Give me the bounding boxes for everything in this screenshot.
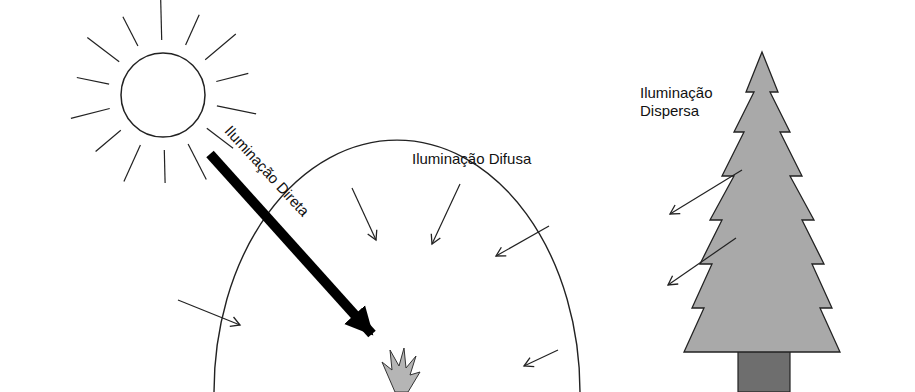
diffuse-arrow xyxy=(178,300,240,325)
sun-ray xyxy=(164,150,166,183)
sun-ray xyxy=(77,78,109,85)
diffuse-arrow xyxy=(352,188,376,240)
sun-ray xyxy=(216,73,248,81)
sun xyxy=(121,53,205,137)
sun-ray xyxy=(124,145,140,182)
sun-ray xyxy=(205,34,236,60)
direct-arrow xyxy=(210,154,372,334)
sun-ray xyxy=(123,17,138,46)
plant-leaves xyxy=(382,348,420,392)
scattered-light-label: Iluminação Dispersa xyxy=(640,84,735,120)
diffuse-light-label: Iluminação Difusa xyxy=(412,150,531,168)
diffuse-arrow xyxy=(524,350,558,366)
diffuse-arrows xyxy=(178,184,558,366)
diffuse-arrow xyxy=(496,226,549,256)
sun-ray xyxy=(161,0,162,40)
diffuse-arrow xyxy=(432,184,460,244)
sun-ray xyxy=(96,130,121,151)
scattered-arrows xyxy=(668,170,742,285)
sun-ray xyxy=(188,144,206,180)
sun-ray xyxy=(87,38,119,62)
sun-rays xyxy=(71,0,256,183)
tree xyxy=(684,52,840,392)
scattered-arrow xyxy=(670,170,742,214)
scattered-arrow xyxy=(668,238,736,285)
sun-ray xyxy=(186,15,200,45)
direct-light-label: Iluminação Direta xyxy=(221,122,313,220)
sun-ray xyxy=(217,106,256,114)
sun-ray xyxy=(71,109,110,119)
plant xyxy=(382,348,420,392)
